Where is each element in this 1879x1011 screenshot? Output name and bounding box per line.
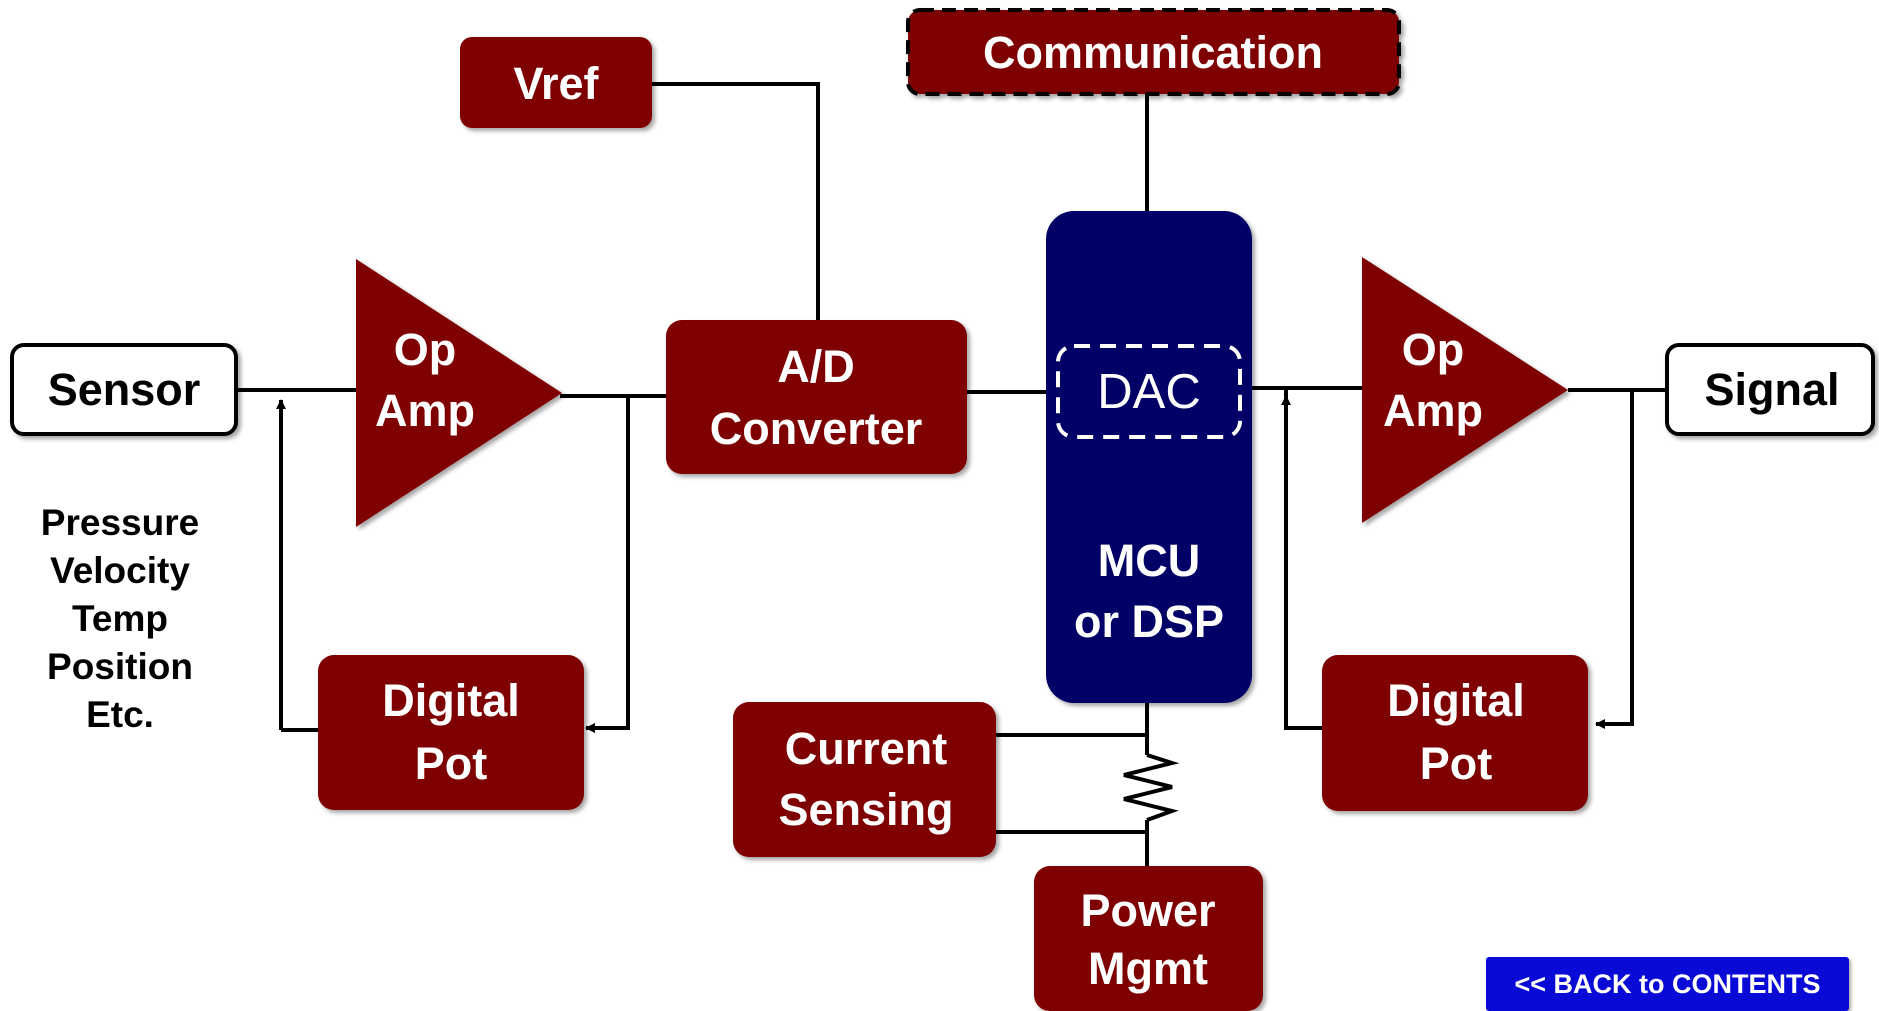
sense-resistor bbox=[1123, 753, 1180, 822]
sensor-type: Temp bbox=[72, 598, 168, 639]
digital-pot-left: Digital Pot bbox=[318, 655, 584, 810]
op-amp-label: Amp bbox=[375, 385, 475, 436]
communication-block: Communication bbox=[906, 8, 1401, 96]
power-mgmt-block: Power Mgmt bbox=[1034, 866, 1263, 1011]
vref-label: Vref bbox=[513, 58, 599, 109]
adc-label: A/D bbox=[777, 341, 855, 392]
op-amp-left: Op Amp bbox=[356, 259, 562, 527]
sensor-type: Position bbox=[47, 646, 193, 687]
mcu-label: or DSP bbox=[1074, 596, 1224, 647]
sensor-type: Pressure bbox=[41, 502, 199, 543]
power-mgmt-label: Mgmt bbox=[1088, 943, 1208, 994]
op-amp-right: Op Amp bbox=[1362, 257, 1568, 523]
power-mgmt-label: Power bbox=[1080, 885, 1215, 936]
op-amp-label: Op bbox=[1402, 324, 1465, 375]
op-amp-label: Op bbox=[394, 324, 457, 375]
op-amp-label: Amp bbox=[1383, 385, 1483, 436]
dac-label: DAC bbox=[1097, 365, 1200, 419]
back-to-contents-button[interactable]: << BACK to CONTENTS bbox=[1486, 957, 1849, 1011]
sensor-type: Etc. bbox=[86, 694, 154, 735]
current-sensing-label: Current bbox=[785, 723, 948, 774]
sensor-types-list: Pressure Velocity Temp Position Etc. bbox=[41, 502, 199, 735]
sensor-label: Sensor bbox=[48, 364, 201, 415]
digital-pot-label: Pot bbox=[415, 738, 488, 789]
adc-label: Converter bbox=[710, 403, 923, 454]
vref-block: Vref bbox=[460, 37, 652, 128]
signal-label: Signal bbox=[1704, 364, 1839, 415]
digital-pot-label: Pot bbox=[1420, 738, 1493, 789]
digital-pot-right: Digital Pot bbox=[1322, 655, 1588, 811]
current-sensing-label: Sensing bbox=[778, 784, 953, 835]
sensor-block: Sensor bbox=[10, 343, 238, 436]
mcu-label: MCU bbox=[1098, 535, 1200, 586]
communication-label: Communication bbox=[983, 27, 1323, 78]
adc-block: A/D Converter bbox=[666, 320, 967, 474]
signal-block: Signal bbox=[1665, 343, 1875, 436]
current-sensing-block: Current Sensing bbox=[733, 702, 996, 857]
digital-pot-label: Digital bbox=[382, 675, 520, 726]
mcu-block: DAC MCU or DSP bbox=[1046, 211, 1252, 703]
connector-lines bbox=[236, 82, 1667, 866]
sensor-type: Velocity bbox=[50, 550, 190, 591]
digital-pot-label: Digital bbox=[1387, 675, 1525, 726]
